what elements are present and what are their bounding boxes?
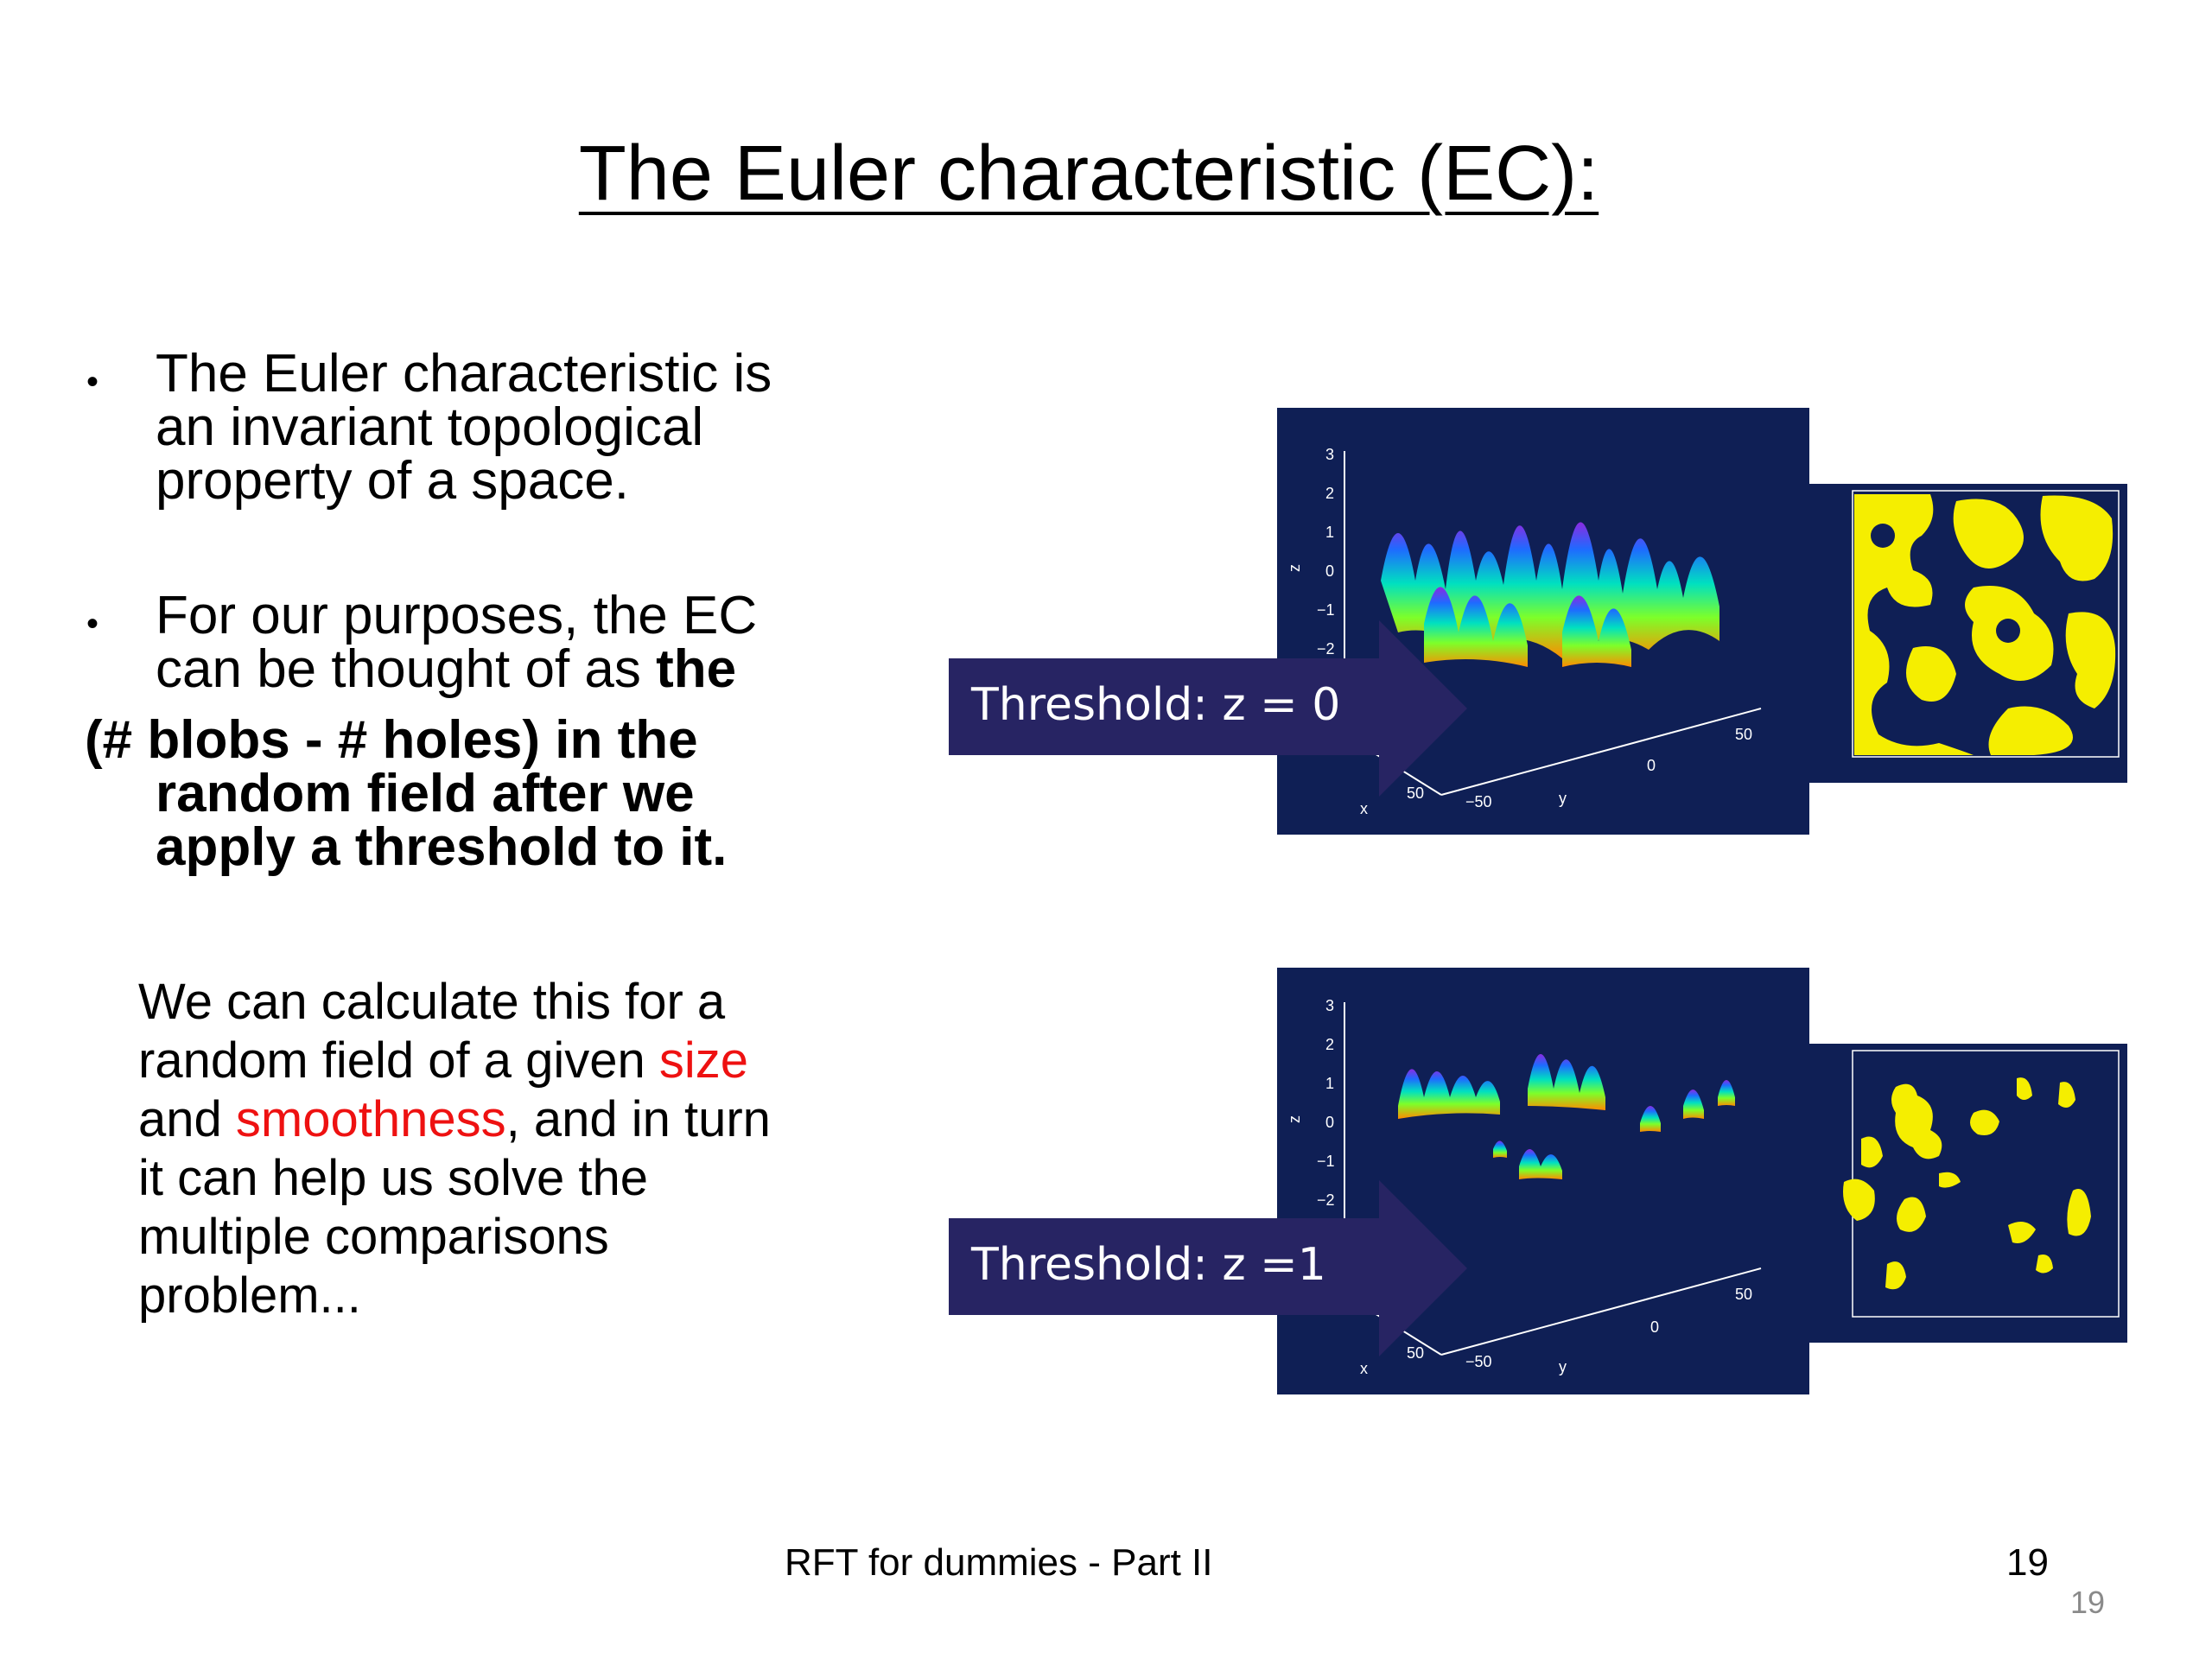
y-tick: −50 bbox=[1465, 1353, 1492, 1370]
paragraph-line-2: random field of a given size bbox=[138, 1032, 771, 1090]
arrow-shape-2 bbox=[949, 1180, 1467, 1356]
z-tick: 3 bbox=[1325, 446, 1334, 463]
threshold-arrow-2: Threshold: z =1 bbox=[949, 1180, 1467, 1356]
y-tick: 0 bbox=[1650, 1318, 1659, 1336]
bullet-2-bold-line-1: (# blobs - # holes) in the bbox=[85, 710, 698, 770]
bullet-2-line-2: can be thought of as the bbox=[156, 643, 757, 696]
y-tick: −50 bbox=[1465, 793, 1492, 810]
footer-text: RFT for dummies - Part II bbox=[785, 1541, 1213, 1584]
z-tick: 1 bbox=[1325, 524, 1334, 541]
smoothness-term: smoothness bbox=[235, 1091, 506, 1147]
y-axis-line bbox=[1440, 708, 1762, 796]
paragraph-line-3-post: , and in turn bbox=[505, 1091, 771, 1147]
bullet-2-bold-line-3: apply a threshold to it. bbox=[156, 817, 728, 877]
paragraph-line-6: problem... bbox=[138, 1267, 361, 1324]
bullet-1-text: The Euler characteristic is an invariant… bbox=[156, 347, 772, 508]
z-tick: 2 bbox=[1325, 1036, 1334, 1053]
bullet-marker: • bbox=[86, 363, 99, 401]
paragraph-line-2-text: random field of a given bbox=[138, 1032, 659, 1089]
x-axis-label: x bbox=[1360, 800, 1368, 817]
x-tick: 50 bbox=[1407, 1344, 1424, 1362]
page-number: 19 bbox=[2006, 1541, 2049, 1584]
threshold-label-1: Threshold: z = 0 bbox=[971, 679, 1341, 731]
threshold-map-2 bbox=[1809, 1044, 2127, 1343]
z-tick: −1 bbox=[1317, 1153, 1335, 1170]
surface-plot-2: 3 2 1 0 −1 −2 z 50 x y −50 0 50 bbox=[1286, 997, 1762, 1377]
bullet-marker: • bbox=[86, 605, 99, 643]
z-tick: 2 bbox=[1325, 485, 1334, 502]
bullet-2-line-2-text: can be thought of as bbox=[156, 639, 657, 699]
threshold-map-2-svg bbox=[1843, 1050, 2120, 1318]
z-axis-label: z bbox=[1286, 1115, 1303, 1123]
bullet-1-line-3: property of a space. bbox=[156, 451, 629, 511]
arrow-shape-1 bbox=[949, 620, 1467, 797]
y-axis-label: y bbox=[1559, 1358, 1567, 1375]
holes bbox=[1871, 524, 2020, 643]
threshold-label-2: Threshold: z =1 bbox=[971, 1239, 1326, 1291]
x-axis-label: x bbox=[1360, 1360, 1368, 1377]
bullet-1-line-2: an invariant topological bbox=[156, 397, 704, 457]
z-tick: 3 bbox=[1325, 997, 1334, 1014]
threshold-map-1-svg bbox=[1852, 490, 2120, 758]
bullet-2-text: For our purposes, the EC can be thought … bbox=[156, 589, 757, 696]
z-tick: −2 bbox=[1317, 640, 1335, 657]
paragraph-line-3-pre: and bbox=[138, 1091, 236, 1147]
z-tick: −1 bbox=[1317, 601, 1335, 619]
z-tick: −2 bbox=[1317, 1191, 1335, 1209]
z-tick: 1 bbox=[1325, 1075, 1334, 1092]
surface-plot-panel-2: 3 2 1 0 −1 −2 z 50 x y −50 0 50 bbox=[1277, 968, 1809, 1394]
y-tick: 50 bbox=[1735, 726, 1752, 743]
blobs bbox=[1843, 1077, 2091, 1290]
surface-plot-1: 3 2 1 0 −1 −2 z 50 x y −50 0 50 bbox=[1286, 446, 1762, 817]
y-axis-line bbox=[1440, 1267, 1762, 1356]
bullet-2-line-1: For our purposes, the EC bbox=[156, 586, 758, 645]
surface-peaks bbox=[1381, 522, 1719, 667]
bullet-2-bold-line-2: random field after we bbox=[156, 764, 695, 823]
surface-peaks bbox=[1398, 1054, 1735, 1179]
paragraph-line-4: it can help us solve the bbox=[138, 1150, 649, 1206]
paragraph-line-5: multiple comparisons bbox=[138, 1209, 609, 1265]
paragraph-line-1: We can calculate this for a bbox=[138, 974, 726, 1030]
z-tick: 0 bbox=[1325, 1114, 1334, 1131]
paragraph-line-3: and smoothness, and in turn bbox=[138, 1090, 771, 1149]
y-axis-label: y bbox=[1559, 790, 1567, 807]
surface-plot-panel-1: 3 2 1 0 −1 −2 z 50 x y −50 0 50 bbox=[1277, 408, 1809, 835]
x-tick: 50 bbox=[1407, 785, 1424, 802]
size-term: size bbox=[658, 1032, 749, 1089]
threshold-map-1 bbox=[1809, 484, 2127, 783]
y-tick: 50 bbox=[1735, 1286, 1752, 1303]
y-tick: 0 bbox=[1647, 757, 1656, 774]
threshold-arrow-1: Threshold: z = 0 bbox=[949, 620, 1467, 797]
slide-number: 19 bbox=[2070, 1585, 2106, 1620]
bullet-2-bold-word: the bbox=[656, 639, 737, 699]
explanation-paragraph: We can calculate this for a random field… bbox=[138, 973, 771, 1325]
z-tick: 0 bbox=[1325, 562, 1334, 580]
bullet-1-line-1: The Euler characteristic is bbox=[156, 344, 772, 403]
z-axis-label: z bbox=[1286, 564, 1303, 572]
slide-title: The Euler characteristic (EC): bbox=[578, 130, 1599, 217]
